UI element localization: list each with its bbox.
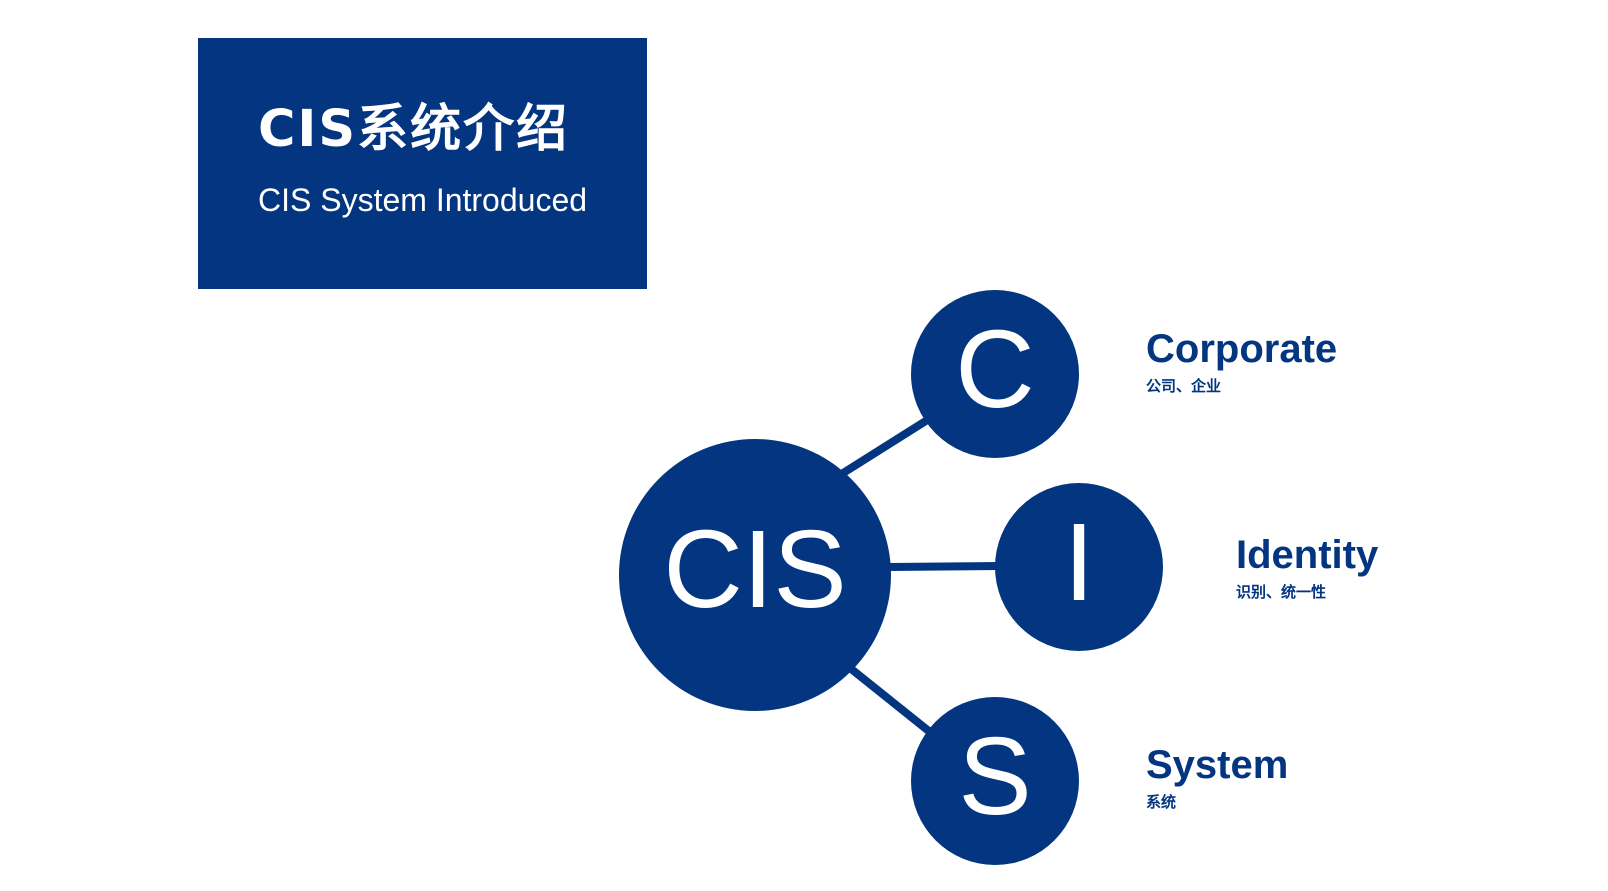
node-s-letter: S: [958, 715, 1031, 838]
center-label: CIS: [663, 508, 846, 631]
node-s-circle: [911, 697, 1079, 865]
connector-i: [884, 562, 1001, 571]
label-system-word: System: [1146, 743, 1289, 787]
label-system: System 系统: [1146, 745, 1288, 810]
connector-s: [847, 664, 943, 744]
node-c-letter: C: [955, 308, 1034, 431]
center-circle: [619, 439, 891, 711]
connector-c: [837, 408, 943, 479]
title-banner: CIS系统介绍 CIS System Introduced: [198, 38, 647, 289]
label-corporate-meaning: 公司、企业: [1146, 377, 1222, 395]
node-i-letter: I: [1064, 501, 1095, 624]
label-identity-word: Identity: [1236, 533, 1379, 577]
page-subtitle: CIS System Introduced: [258, 182, 588, 218]
node-i-circle: [995, 483, 1163, 651]
label-identity: Identity 识别、统一性: [1236, 535, 1378, 600]
label-corporate: Corporate 公司、企业: [1146, 329, 1337, 394]
label-identity-meaning: 识别、统一性: [1236, 583, 1327, 601]
label-system-meaning: 系统: [1146, 793, 1177, 811]
page-title: CIS系统介绍: [258, 100, 570, 159]
node-c-circle: [911, 290, 1079, 458]
label-corporate-word: Corporate: [1146, 327, 1338, 371]
